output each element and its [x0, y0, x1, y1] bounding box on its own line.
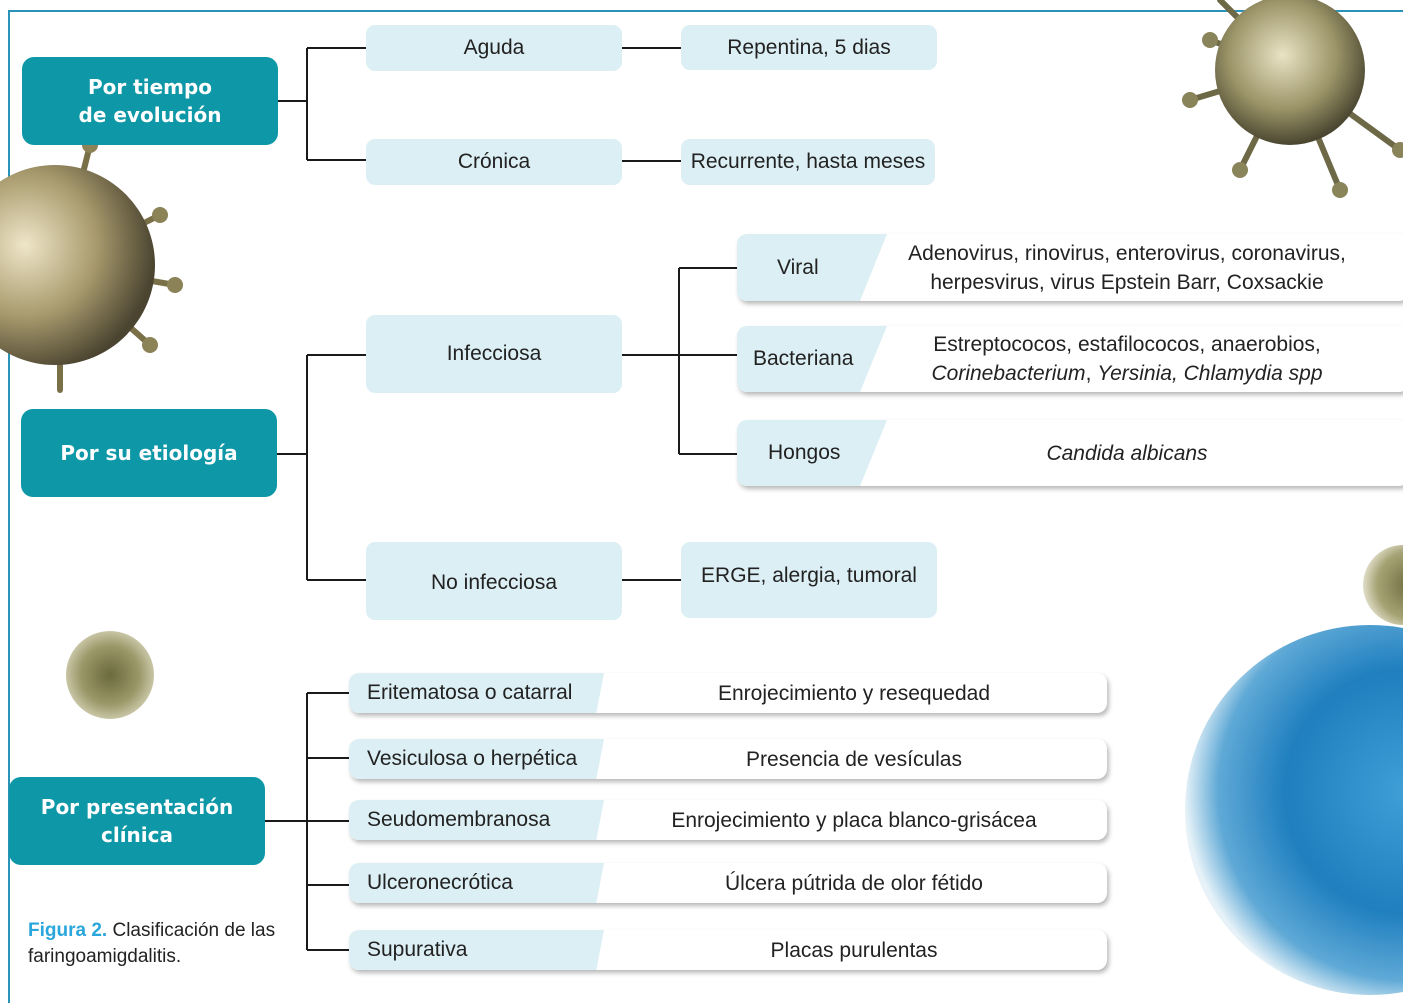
- virus-illustration-top-right: [1182, 0, 1403, 198]
- desc-no-infecciosa: ERGE, alergia, tumoral: [681, 542, 937, 618]
- vesiculosa-label-cell: Vesiculosa o herpética: [349, 739, 604, 779]
- hongos-description: Candida albicans: [1046, 441, 1208, 465]
- vesiculosa-label: Vesiculosa o herpética: [367, 747, 578, 770]
- viral-desc-line2: herpesvirus, virus Epstein Barr, Coxsack…: [930, 270, 1324, 294]
- figure-number: Figura 2.: [28, 920, 108, 941]
- row-supurativa: Supurativa Placas purulentas: [349, 930, 1107, 970]
- node-infecciosa: Infecciosa: [366, 315, 622, 393]
- blue-cell-illustration: [1185, 625, 1403, 995]
- row-eritematosa: Eritematosa o catarral Enrojecimiento y …: [349, 673, 1107, 713]
- category-presentacion-clinica: Por presentación clínica: [9, 777, 265, 865]
- virus-illustration-small: [66, 631, 154, 719]
- row-seudomembranosa: Seudomembranosa Enrojecimiento y placa b…: [349, 800, 1107, 840]
- row-vesiculosa: Vesiculosa o herpética Presencia de vesí…: [349, 739, 1107, 779]
- ulceronecrotica-description: Úlcera pútrida de olor fétido: [725, 871, 983, 895]
- virus-illustration-right-small: [1363, 545, 1403, 625]
- figure-frame: [8, 10, 1403, 1003]
- viral-label-cell: Viral: [737, 234, 887, 301]
- ulceronecrotica-label: Ulceronecrótica: [367, 871, 513, 894]
- bacteriana-desc-line1: Estreptococos, estafilococos, anaerobios…: [933, 333, 1321, 356]
- bacteriana-sep: ,: [1085, 362, 1098, 385]
- supurativa-label: Supurativa: [367, 938, 468, 961]
- row-bacteriana: Bacteriana Estreptococos, estafilococos,…: [737, 326, 1403, 392]
- hongos-label-cell: Hongos: [737, 420, 887, 486]
- figure-caption: Figura 2. Clasificación de las faringoam…: [28, 918, 298, 970]
- node-cronica: Crónica: [366, 139, 622, 185]
- seudomembranosa-description: Enrojecimiento y placa blanco-grisácea: [671, 808, 1037, 832]
- bacteriana-label: Bacteriana: [753, 347, 854, 370]
- row-viral: Viral Adenovirus, rinovirus, enterovirus…: [737, 234, 1403, 301]
- eritematosa-description: Enrojecimiento y resequedad: [718, 681, 990, 705]
- bacteriana-italic2: Yersinia, Chlamydia spp: [1097, 362, 1323, 385]
- bacteriana-description: Estreptococos, estafilococos, anaerobios…: [877, 326, 1377, 392]
- row-ulceronecrotica: Ulceronecrótica Úlcera pútrida de olor f…: [349, 863, 1107, 903]
- node-aguda: Aguda: [366, 25, 622, 71]
- category-etiologia: Por su etiología: [21, 409, 277, 497]
- desc-cronica: Recurrente, hasta meses: [681, 139, 935, 185]
- viral-label: Viral: [777, 255, 819, 279]
- eritematosa-label: Eritematosa o catarral: [367, 681, 573, 704]
- seudomembranosa-label-cell: Seudomembranosa: [349, 800, 604, 840]
- supurativa-label-cell: Supurativa: [349, 930, 604, 970]
- bacteriana-desc-line2: Corinebacterium, Yersinia, Chlamydia spp: [931, 359, 1322, 388]
- category-tiempo-evolucion: Por tiempo de evolución: [22, 57, 278, 145]
- figure-caption-text: Clasificación de las faringoamigdalitis.: [28, 920, 281, 967]
- virus-illustration-left: [0, 137, 183, 393]
- viral-description: Adenovirus, rinovirus, enterovirus, coro…: [877, 234, 1377, 301]
- seudomembranosa-label: Seudomembranosa: [367, 808, 551, 831]
- desc-aguda: Repentina, 5 dias: [681, 25, 937, 70]
- row-hongos: Hongos Candida albicans: [737, 420, 1403, 486]
- eritematosa-label-cell: Eritematosa o catarral: [349, 673, 604, 713]
- bacteriana-italic1: Corinebacterium: [931, 362, 1086, 385]
- hongos-label: Hongos: [768, 441, 841, 464]
- bacteriana-label-cell: Bacteriana: [737, 326, 887, 392]
- viral-desc-line1: Adenovirus, rinovirus, enterovirus, coro…: [908, 241, 1346, 265]
- node-no-infecciosa: No infecciosa: [366, 542, 622, 620]
- supurativa-description: Placas purulentas: [770, 938, 938, 962]
- vesiculosa-description: Presencia de vesículas: [746, 747, 962, 771]
- ulceronecrotica-label-cell: Ulceronecrótica: [349, 863, 604, 903]
